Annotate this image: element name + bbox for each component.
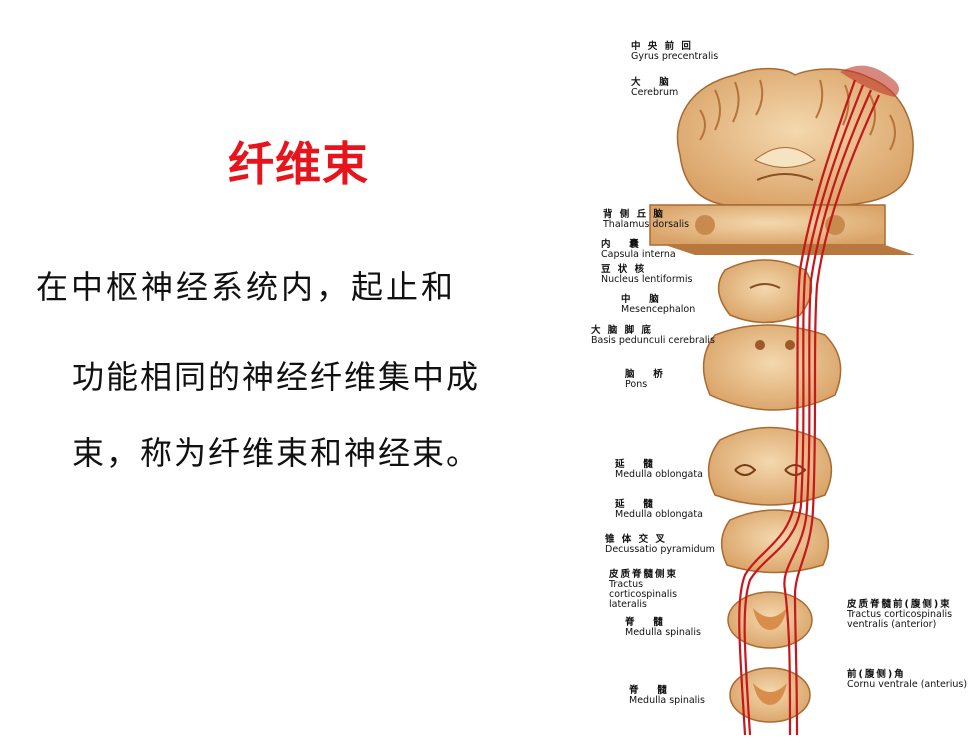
anatomy-drawing xyxy=(649,65,915,736)
body-line-3: 束，称为纤维束和神经束。 xyxy=(72,434,481,472)
medulla-upper-section xyxy=(707,426,833,506)
pons-section xyxy=(702,324,842,411)
midbrain-section xyxy=(717,259,813,324)
slide-title: 纤维束 xyxy=(228,137,369,191)
body-line-2: 功能相同的神经纤维集中成 xyxy=(72,358,481,396)
body-line-1: 在中枢神经系统内，起止和 xyxy=(36,268,457,306)
corticospinal-tract-fibers xyxy=(738,79,881,736)
